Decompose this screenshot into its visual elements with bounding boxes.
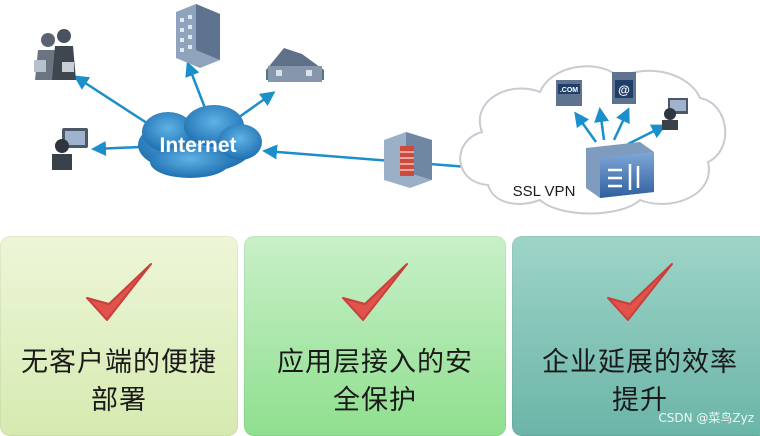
ssl-vpn-gateway-icon [586, 142, 654, 198]
feature-label-line1: 无客户端的便捷 [21, 347, 217, 378]
headquarters-building-icon [176, 4, 220, 68]
feature-card-efficiency: 企业延展的效率 提升 CSDN @菜鸟Zyz [512, 236, 760, 436]
feature-label-line1: 应用层接入的安 [277, 347, 473, 378]
branch-house-icon [266, 48, 324, 82]
feature-label-line2: 全保护 [333, 385, 417, 416]
corporate-network-cloud [459, 65, 727, 215]
web-server-icon: .COM [556, 80, 582, 106]
feature-label-line2: 部署 [91, 385, 147, 416]
checkmark-icon [342, 263, 408, 321]
network-diagram: Internet [34, 4, 727, 215]
mail-server-icon: @ [612, 72, 636, 104]
checkmark-icon [86, 263, 152, 321]
firewall-appliance-icon [384, 132, 432, 188]
server-com-label: .COM [560, 87, 578, 94]
feature-label-line2: 提升 [612, 385, 668, 416]
internet-cloud: Internet [138, 105, 262, 178]
ssl-vpn-label: SSL VPN [513, 183, 576, 200]
internet-label: Internet [159, 134, 236, 157]
feature-label: 无客户端的便捷 部署 [0, 344, 238, 420]
feature-card-app-layer-security: 应用层接入的安 全保护 [244, 236, 506, 436]
watermark: CSDN @菜鸟Zyz [658, 411, 754, 425]
mobile-users-icon [34, 29, 76, 80]
feature-label-line1: 企业延展的效率 [542, 347, 738, 378]
feature-label: 应用层接入的安 全保护 [244, 344, 506, 420]
server-at-label: @ [618, 83, 630, 97]
remote-pc-user-icon [52, 128, 88, 170]
feature-card-clientless: 无客户端的便捷 部署 [0, 236, 238, 436]
feature-label: 企业延展的效率 提升 [512, 344, 760, 420]
internal-pc-user-icon [662, 98, 688, 130]
internal-arrows [574, 107, 667, 146]
checkmark-icon [607, 263, 673, 321]
